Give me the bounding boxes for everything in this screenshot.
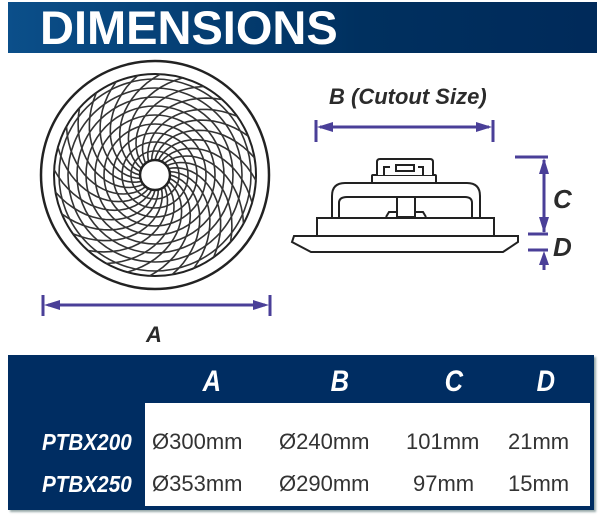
- grille-spiral: [169, 174, 201, 276]
- grille-spiral: [157, 138, 257, 181]
- dimensions-table: A B C D PTBX200 Ø300mm Ø240mm 101mm 21mm…: [8, 355, 594, 510]
- grille-ring: [67, 87, 243, 263]
- grille-ring: [130, 150, 180, 200]
- grille-spiral: [77, 107, 144, 189]
- grille-ring: [58, 78, 252, 272]
- dimension-b: [314, 120, 495, 142]
- grille-spiral: [53, 169, 153, 212]
- grille-ring: [94, 114, 216, 236]
- cell: Ø240mm: [279, 429, 370, 454]
- grille-spiral: [150, 119, 249, 161]
- grille-spiral: [87, 186, 169, 253]
- row-header-ptbx200: PTBX200: [42, 429, 132, 455]
- label-c: C: [553, 184, 572, 214]
- grille-spiral: [127, 180, 183, 273]
- grille-spiral: [109, 74, 141, 176]
- column-header-c: C: [444, 365, 464, 398]
- grille-spiral: [65, 126, 147, 195]
- label-b-cutout-size: B (Cutout Size): [329, 84, 487, 109]
- grille-spiral: [54, 189, 156, 221]
- label-a: A: [146, 322, 162, 347]
- grille-spiral: [61, 189, 160, 231]
- grille-ring: [76, 96, 234, 254]
- grille-spiral: [169, 170, 211, 269]
- grille-center-hub: [138, 158, 172, 192]
- grille-spiral: [127, 77, 183, 170]
- header-bar: DIMENSIONS: [8, 2, 597, 53]
- column-header-d: D: [536, 365, 556, 398]
- page-title: DIMENSIONS: [40, 1, 338, 54]
- cell: 101mm: [406, 429, 480, 454]
- grille-spiral: [168, 166, 222, 258]
- grille-spiral: [99, 81, 141, 180]
- grille-spiral: [154, 129, 256, 161]
- row-header-ptbx250: PTBX250: [42, 471, 132, 497]
- column-header-b: B: [330, 365, 350, 398]
- grille-spiral: [149, 177, 192, 277]
- grille-spiral: [141, 97, 223, 164]
- grille-front-view: [39, 59, 271, 291]
- speaker-side-view: [290, 158, 519, 253]
- grille-spiral: [166, 161, 233, 243]
- label-d: D: [553, 232, 572, 262]
- grille-spiral: [72, 188, 164, 242]
- grille-spiral: [106, 183, 175, 265]
- grille-spiral: [118, 73, 161, 173]
- grille-ring: [121, 141, 189, 209]
- grille-spiral: [146, 108, 238, 162]
- cell: 97mm: [413, 471, 475, 496]
- grille-spiral: [163, 155, 245, 224]
- dimension-c-d: [515, 155, 549, 270]
- grille-ring: [103, 123, 207, 227]
- grille-spiral: [160, 147, 253, 203]
- cell: 15mm: [508, 471, 570, 496]
- cell: Ø300mm: [152, 429, 243, 454]
- grille-spiral: [88, 92, 142, 184]
- cell: Ø290mm: [279, 471, 370, 496]
- cell: 21mm: [508, 429, 570, 454]
- cell: Ø353mm: [152, 471, 243, 496]
- table-body: [145, 403, 590, 506]
- column-header-a: A: [202, 365, 222, 398]
- grille-spiral: [135, 85, 204, 167]
- grille-spiral: [57, 147, 150, 203]
- dimension-a: [41, 295, 272, 316]
